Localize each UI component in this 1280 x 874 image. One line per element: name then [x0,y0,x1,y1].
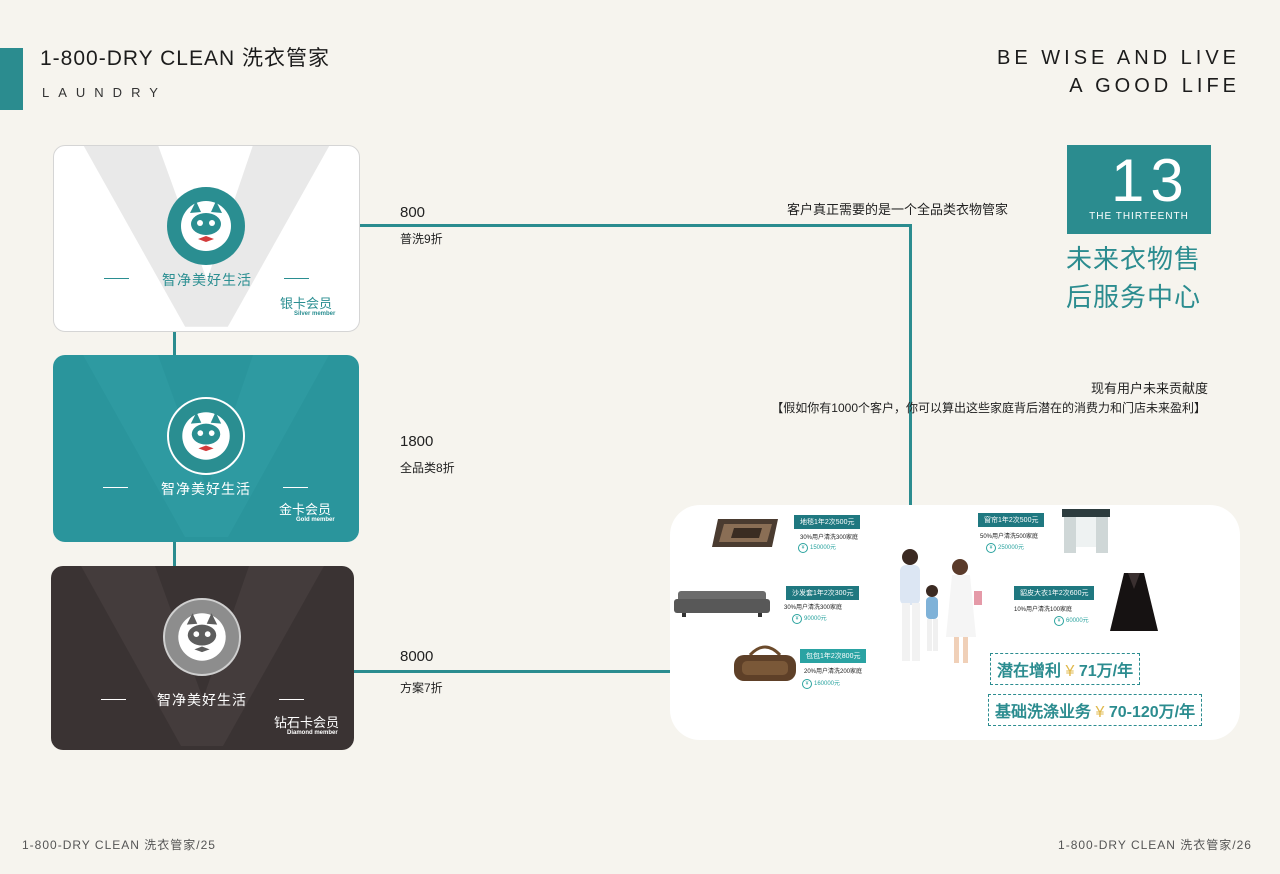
diamond-logo [163,598,241,676]
card-slogan: 智净美好生活 [161,481,251,497]
diamond-discount: 方案7折 [400,681,443,695]
fur-coat-icon [1110,573,1158,631]
item-tag-curtain: 窗帘1年2次500元 [978,513,1045,527]
base-label: 基础洗涤业务 [995,704,1092,721]
card-rule-left [103,487,128,488]
diamond-member-card: 智净美好生活 钻石卡会员 Diamond member [51,566,354,750]
profit-highlight: 潜在增利 ¥ 71万/年 [990,653,1141,685]
connector-diamond-line [354,670,684,673]
headline-line-2: 后服务中心 [1066,282,1202,312]
brand-accent-bar [0,48,23,110]
card-rule-left [104,278,129,279]
silver-logo [167,187,245,265]
item-sub-bag: 20%用户清洗200家庭 [804,669,863,675]
card-slogan: 智净美好生活 [162,272,252,288]
base-value: 70-120万/年 [1108,704,1196,721]
sofa-icon [674,591,770,617]
slogan-line-1: BE WISE AND LIVE [997,47,1240,69]
item-value-curtain: 250000元 [986,542,1024,553]
item-sub-coat: 10%用户清洗100家庭 [1014,607,1073,613]
silver-price: 800 [400,204,426,221]
base-business-highlight: 基础洗涤业务 ¥ 70-120万/年 [988,694,1203,726]
card-rule-right [284,278,309,279]
card-tier-en: Silver member [294,311,336,317]
family-photo [900,549,982,663]
brand-subtitle: LAUNDRY [42,85,167,100]
item-value-sofa: 90000元 [792,613,827,624]
item-tag-coat: 貂皮大衣1年2次600元 [1014,586,1095,600]
card-tier: 钻石卡会员 [274,715,340,730]
brand-title: 1-800-DRY CLEAN 洗衣管家 [40,47,330,70]
service-collage: 地毯1年2次500元 30%用户清洗300家庭 150000元 窗帘1年2次50… [670,505,1240,740]
item-sub-curtain: 50%用户清洗500家庭 [980,534,1039,540]
curtain-icon [1062,509,1110,553]
item-tag-rug: 地毯1年2次500元 [794,515,861,529]
silver-member-card: 智净美好生活 银卡会员 Silver member [53,145,360,332]
item-value-coat: 60000元 [1054,615,1089,626]
headline-line-1: 未来衣物售 [1066,244,1202,274]
connector-vertical-line [909,224,912,520]
raccoon-logo-icon [178,613,226,661]
card-rule-right [279,699,304,700]
raccoon-logo-icon [182,412,230,460]
handbag-icon [734,645,796,681]
item-sub-rug: 30%用户清洗300家庭 [800,535,859,541]
chapter-badge: 13 THE THIRTEENTH [1067,145,1211,234]
connector-silver-gold [173,332,176,356]
note-title: 现有用户未来贡献度 [1090,381,1208,396]
slogan-line-2: A GOOD LIFE [1069,75,1240,97]
profit-label: 潜在增利 [997,663,1062,680]
card-rule-right [283,487,308,488]
card-tier-en: Gold member [296,517,335,523]
rug-icon [712,519,778,547]
gold-member-card: 智净美好生活 金卡会员 Gold member [53,355,359,542]
diamond-price: 8000 [400,648,434,665]
gold-discount: 全品类8折 [400,461,455,475]
note-detail: 【假如你有1000个客户，你可以算出这些家庭背后潜在的消费力和门店未来盈利】 [771,401,1206,415]
card-slogan: 智净美好生活 [157,692,247,708]
item-sub-sofa: 30%用户清洗300家庭 [784,605,843,611]
currency-symbol: ¥ [1065,663,1075,680]
card-tier: 银卡会员 [280,296,333,311]
connector-gold-diamond [173,542,176,566]
card-tier: 金卡会员 [279,502,332,517]
gold-logo [167,397,245,475]
chapter-label: THE THIRTEENTH [1089,211,1189,222]
customer-need-text: 客户真正需要的是一个全品类衣物管家 [787,202,1009,217]
connector-silver-line [360,224,912,227]
card-rule-left [101,699,126,700]
item-tag-sofa: 沙发套1年2次300元 [786,586,860,600]
footer-left: 1-800-DRY CLEAN 洗衣管家/25 [22,838,216,852]
footer-right: 1-800-DRY CLEAN 洗衣管家/26 [1058,838,1252,852]
profit-value: 71万/年 [1078,663,1134,680]
gold-price: 1800 [400,433,434,450]
item-value-bag: 160000元 [802,678,840,689]
item-value-rug: 150000元 [798,542,836,553]
headline: 未来衣物售 后服务中心 [1066,240,1201,316]
chapter-number: 13 [1111,147,1190,214]
item-tag-bag: 包包1年2次800元 [800,649,867,663]
card-tier-en: Diamond member [287,730,338,736]
raccoon-logo-icon [181,201,231,251]
slogan: BE WISE AND LIVE A GOOD LIFE [997,44,1240,100]
silver-discount: 普洗9折 [400,232,443,246]
currency-symbol: ¥ [1095,704,1105,721]
